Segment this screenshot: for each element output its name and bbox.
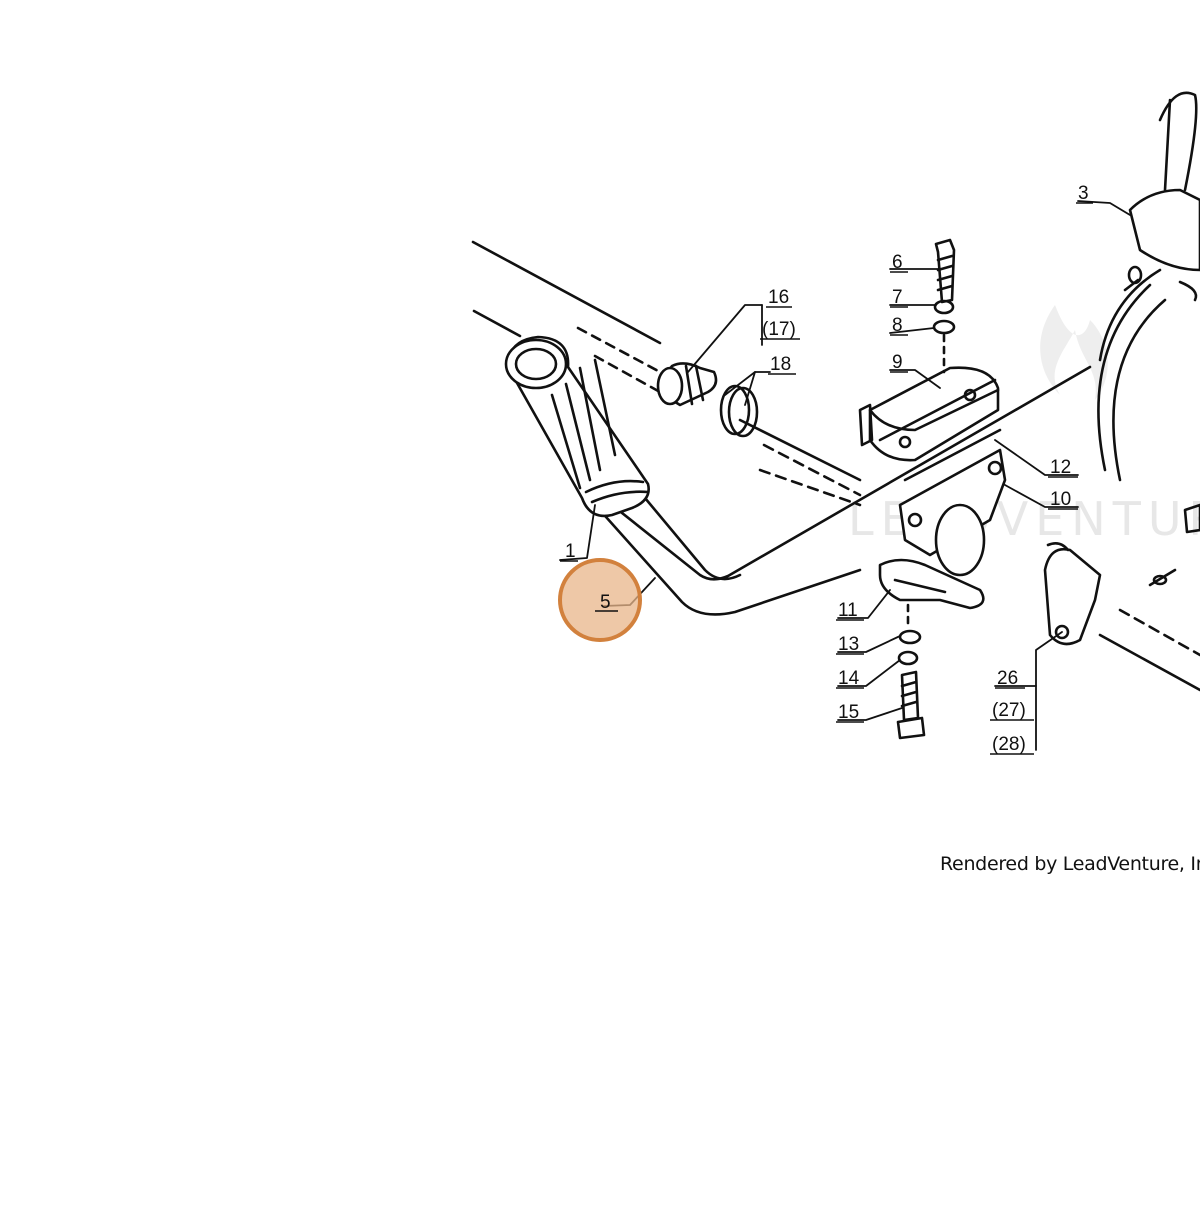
switch-housing <box>1043 503 1200 646</box>
handlebar-outline <box>471 240 1200 692</box>
callout-13[interactable]: 13 <box>838 634 859 655</box>
watermark-flame-icon <box>1040 305 1108 400</box>
callout-16[interactable]: 16 <box>768 287 789 308</box>
credit-text: Rendered by LeadVenture, Inc. <box>940 853 1200 875</box>
leader-lines <box>559 200 1131 751</box>
callout-12[interactable]: 12 <box>1050 457 1071 478</box>
callout-17[interactable]: (17) <box>762 319 796 340</box>
callout-labels: 1 3 5 6 7 8 9 10 11 12 13 14 15 16 (17) … <box>565 183 1089 755</box>
callout-18[interactable]: 18 <box>770 354 791 375</box>
callout-3[interactable]: 3 <box>1078 183 1089 204</box>
callout-1[interactable]: 1 <box>565 541 576 562</box>
callout-15[interactable]: 15 <box>838 702 859 723</box>
callout-5[interactable]: 5 <box>600 592 611 613</box>
collar <box>656 362 759 438</box>
callout-26[interactable]: 26 <box>997 668 1018 689</box>
callout-8[interactable]: 8 <box>892 315 903 336</box>
lower-clamp <box>878 558 985 610</box>
callout-28[interactable]: (28) <box>992 734 1026 755</box>
callout-7[interactable]: 7 <box>892 287 903 308</box>
handlebar <box>596 365 1092 616</box>
callout-6[interactable]: 6 <box>892 252 903 273</box>
label-underlines <box>560 202 1093 755</box>
lever-assembly <box>1097 91 1200 482</box>
callout-14[interactable]: 14 <box>838 668 860 689</box>
grip <box>504 335 650 518</box>
callout-9[interactable]: 9 <box>892 352 903 373</box>
callout-27[interactable]: (27) <box>992 700 1026 721</box>
callout-10[interactable]: 10 <box>1050 489 1071 510</box>
callout-11[interactable]: 11 <box>838 600 858 621</box>
upper-clamp <box>858 366 1000 462</box>
lower-holder <box>898 428 1007 577</box>
top-bolt-stack <box>932 238 956 374</box>
callout-highlight[interactable] <box>558 558 642 642</box>
bottom-bolt-stack <box>896 603 926 740</box>
